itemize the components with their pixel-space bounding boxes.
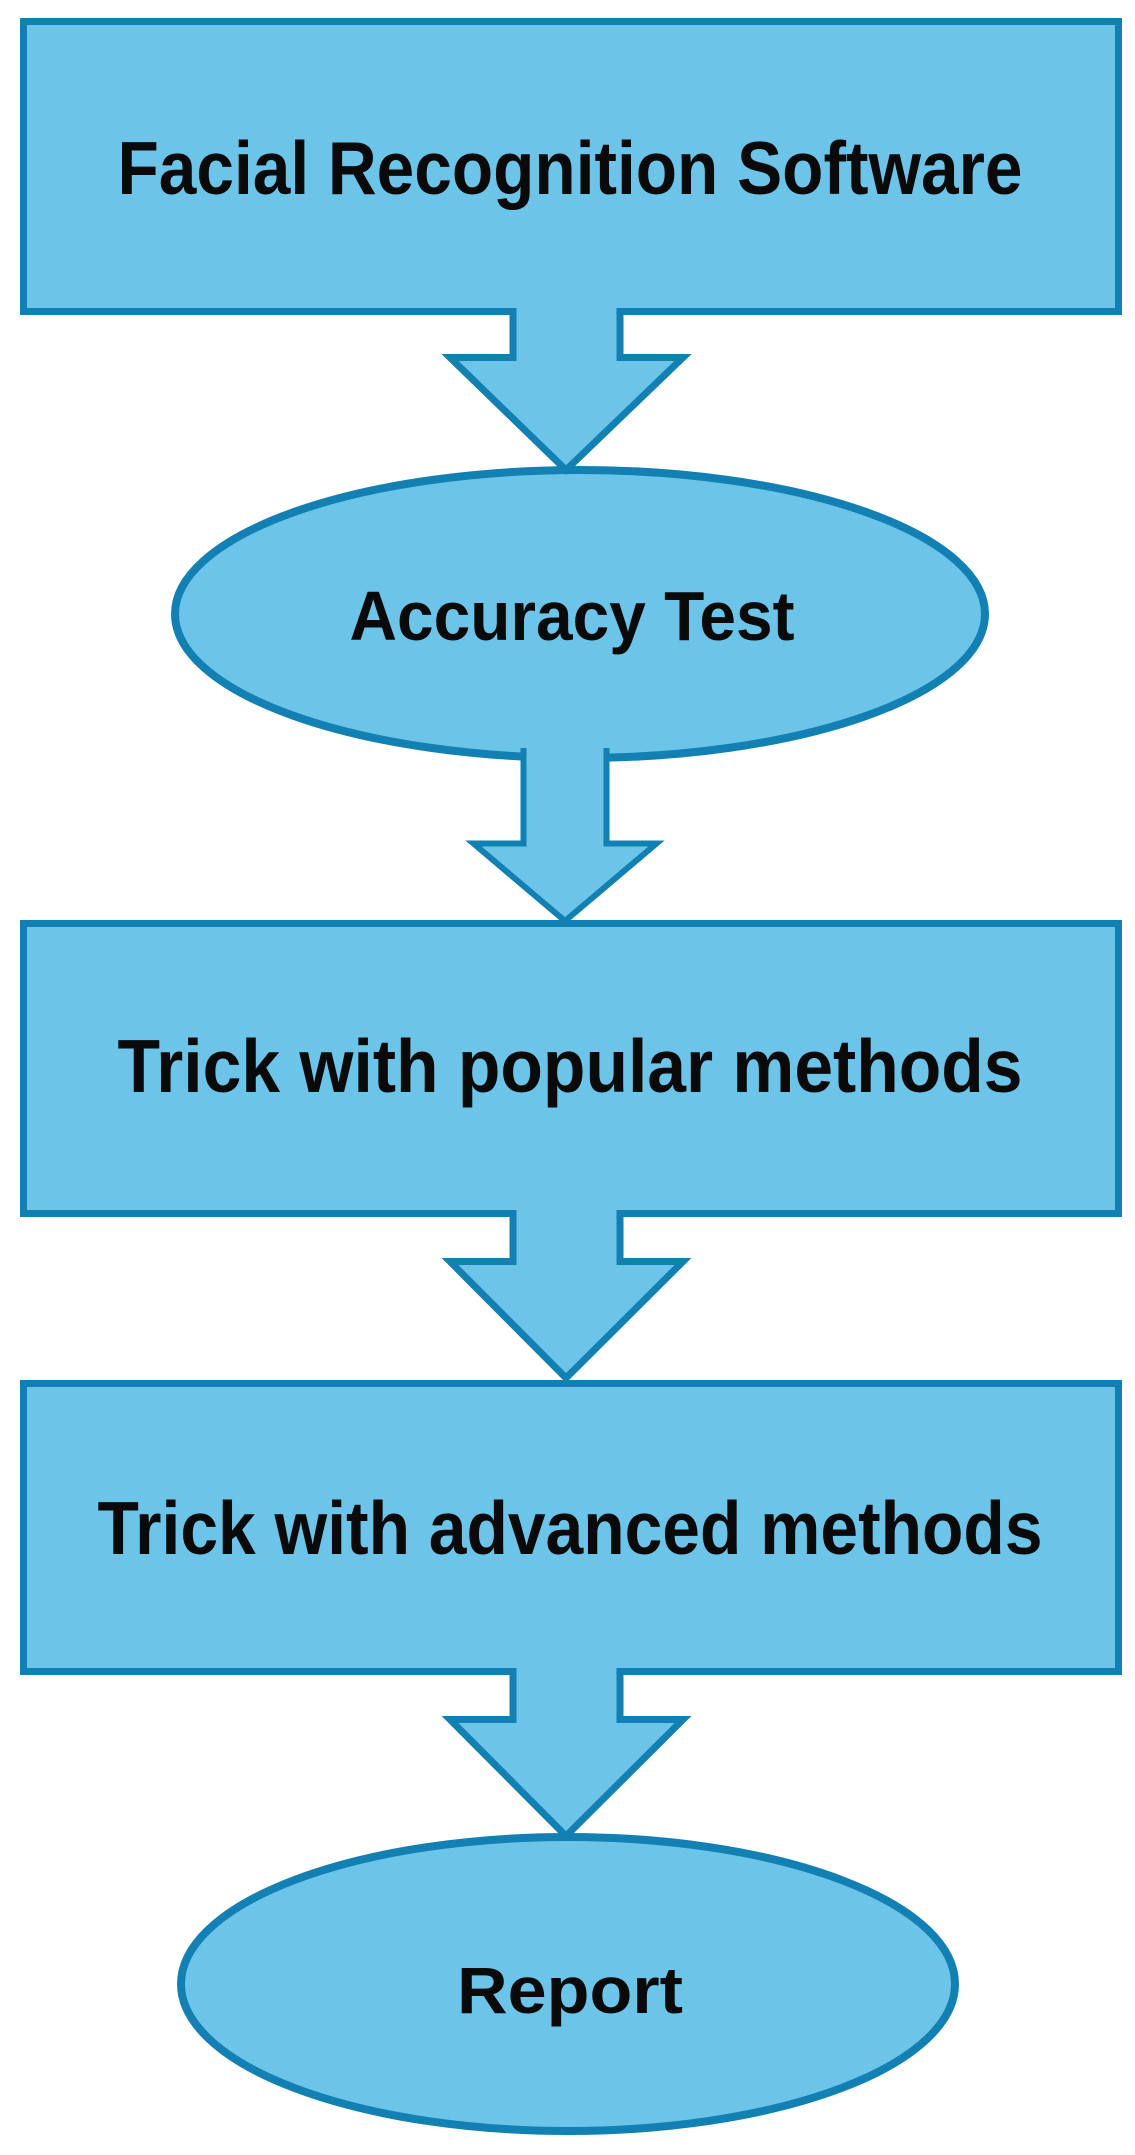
arrow-accuracy-to-popular	[465, 748, 665, 925]
node-accuracy-test-label: Accuracy Test	[350, 577, 795, 655]
node-trick-popular-shape-with-arrow	[20, 920, 1122, 1383]
node-trick-popular-label: Trick with popular methods	[118, 1024, 1023, 1108]
node-facial-recognition-label: Facial Recognition Software	[118, 126, 1023, 210]
node-report-label: Report	[457, 1953, 683, 2027]
node-facial-recognition-shape-with-arrow	[20, 18, 1122, 475]
node-trick-advanced-label: Trick with advanced methods	[98, 1486, 1043, 1570]
node-trick-advanced-shape-with-arrow	[20, 1380, 1122, 1841]
